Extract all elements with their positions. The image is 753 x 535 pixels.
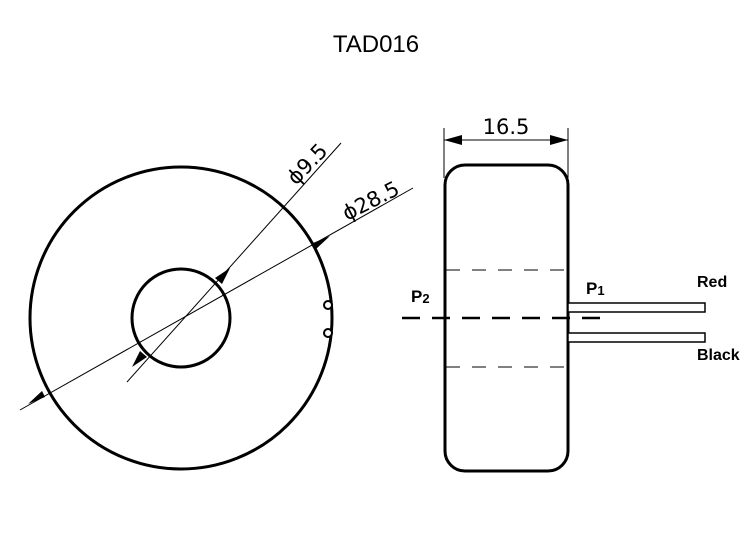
black-wire-label: Black: [697, 347, 740, 364]
outer-ring: [28, 165, 334, 471]
inner-hole: [130, 267, 232, 369]
p2-label: P2: [411, 287, 430, 306]
inner-arrow-top: [215, 268, 230, 284]
inner-diameter-label: ϕ9.5: [282, 139, 332, 190]
red-lead-wire: [567, 302, 706, 313]
outer-diameter-leader: [19, 187, 414, 411]
width-arrow-right: [550, 135, 568, 145]
inner-diameter-leader: [126, 142, 342, 383]
outer-arrow-right: [313, 236, 330, 249]
drawing-title: TAD016: [333, 31, 419, 58]
side-view: 16.5 P2 P1 Red Black: [402, 115, 740, 473]
p1-label: P1: [586, 279, 605, 298]
black-lead-wire: [567, 332, 706, 343]
width-label: 16.5: [483, 115, 530, 139]
terminal-hole-upper: [323, 300, 333, 310]
width-arrow-left: [444, 135, 462, 145]
terminal-hole-lower: [323, 328, 333, 338]
inner-arrow-bottom: [132, 351, 147, 367]
outer-arrow-left: [28, 391, 45, 404]
outer-diameter-label: ϕ28.5: [338, 177, 403, 226]
front-view: ϕ9.5 ϕ28.5: [19, 139, 414, 471]
red-wire-label: Red: [697, 274, 727, 291]
